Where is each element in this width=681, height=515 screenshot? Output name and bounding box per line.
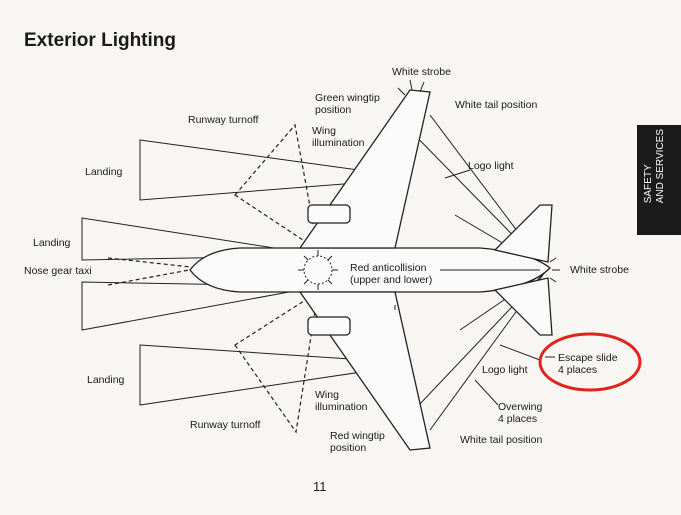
label-wing-illumination-top: Wing illumination	[312, 125, 365, 149]
label-nose-gear-taxi: Nose gear taxi	[24, 265, 92, 277]
label-landing-3: Landing	[87, 374, 125, 386]
label-landing-2: Landing	[33, 237, 71, 249]
white-strobe-tail-icon	[549, 257, 560, 283]
section-tab: SAFETY AND SERVICES	[637, 125, 681, 235]
label-green-wingtip: Green wingtip position	[315, 92, 380, 116]
label-logo-light-bottom: Logo light	[482, 364, 528, 376]
white-strobe-wingtip-icon	[397, 79, 425, 96]
label-runway-turnoff-top: Runway turnoff	[188, 114, 259, 126]
label-runway-turnoff-bottom: Runway turnoff	[190, 419, 261, 431]
anticollision-light-icon	[298, 250, 338, 290]
label-logo-light-top: Logo light	[468, 160, 514, 172]
label-white-tail-top: White tail position	[455, 99, 538, 111]
label-overwing: Overwing 4 places	[498, 401, 543, 425]
engine-upper	[307, 204, 351, 224]
label-red-wingtip: Red wingtip position	[330, 430, 385, 454]
page-title: Exterior Lighting	[24, 30, 176, 51]
label-white-strobe-top: White strobe	[392, 66, 451, 78]
stabilizer-upper	[493, 204, 553, 263]
runway-turnoff-beam-upper	[234, 123, 319, 252]
label-white-tail-bottom: White tail position	[460, 434, 543, 446]
leader-lines	[394, 169, 555, 406]
label-escape-slide: Escape slide 4 places	[558, 352, 618, 376]
page-number: 11	[313, 479, 327, 494]
fuselage	[189, 247, 551, 293]
label-red-anticollision: Red anticollision (upper and lower)	[350, 262, 433, 286]
label-wing-illumination-bottom: Wing illumination	[315, 389, 368, 413]
escape-slide-highlight	[538, 332, 642, 392]
runway-turnoff-beam-lower	[234, 290, 319, 434]
engine-lower	[307, 316, 351, 336]
nose-gear-taxi-beam	[107, 257, 201, 286]
stabilizer-lower	[493, 277, 553, 336]
label-white-strobe-tail: White strobe	[570, 264, 629, 276]
wing-lower	[298, 291, 431, 451]
label-landing-1: Landing	[85, 166, 123, 178]
